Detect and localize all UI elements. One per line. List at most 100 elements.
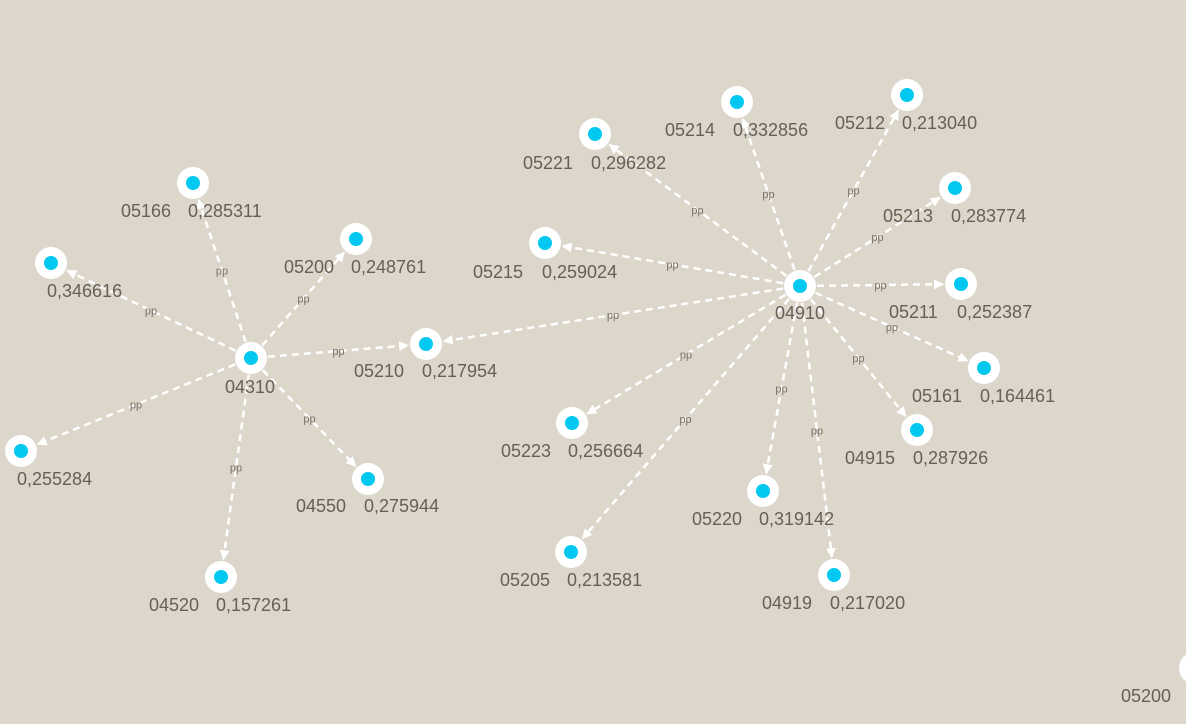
node-05223[interactable]: 05223 0,256664 <box>501 407 643 461</box>
node-score-label: 0,213040 <box>902 113 977 133</box>
node-id-label: 05205 <box>500 570 550 590</box>
node-score-label: 0,296282 <box>591 153 666 173</box>
node-score-label: 0,259024 <box>542 262 617 282</box>
edge-label: pp <box>874 280 886 292</box>
edge-04310-05200 <box>261 251 346 347</box>
node-04919[interactable]: 04919 0,217020 <box>762 559 905 613</box>
node-core <box>564 545 578 559</box>
node-05215[interactable]: 05215 0,259024 <box>473 227 617 282</box>
node-05212[interactable]: 05212 0,213040 <box>835 79 977 133</box>
node-id-label: 05220 <box>692 509 742 529</box>
edge-label: pp <box>762 189 774 201</box>
node-05200[interactable]: 05200 <box>1121 652 1186 706</box>
node-core <box>730 95 744 109</box>
edge-label: pp <box>679 414 691 426</box>
edge-04910-04915 <box>809 298 907 417</box>
edge-04910-05211 <box>816 279 945 290</box>
edge-label: pp <box>297 294 309 306</box>
node-core <box>588 127 602 141</box>
node-score-label: 0,346616 <box>47 281 122 301</box>
node-id-label: 05215 <box>473 262 523 282</box>
node-core <box>214 570 228 584</box>
node-score-label: 0,164461 <box>980 386 1055 406</box>
edge-label: pp <box>332 346 344 358</box>
node-core <box>14 444 28 458</box>
node-score-label: 0,255284 <box>17 469 92 489</box>
node-id-label: 05210 <box>354 361 404 381</box>
node-core <box>900 88 914 102</box>
node-score-label: 0,248761 <box>351 257 426 277</box>
edge-04910-05161 <box>815 291 969 362</box>
node-id-label: 05223 <box>501 441 551 461</box>
node-05205[interactable]: 05205 0,213581 <box>500 536 642 590</box>
node-core <box>756 484 770 498</box>
node-score-label: 0,213581 <box>567 570 642 590</box>
node-id-label: 05212 <box>835 113 885 133</box>
edge-04910-05205 <box>581 298 790 540</box>
node-score-label: 0,252387 <box>957 302 1032 322</box>
node-unlabeled[interactable]: 0,255284 <box>5 435 92 489</box>
node-core <box>827 568 841 582</box>
node-390[interactable]: 3900,346616 <box>0 247 122 301</box>
edge-04910-05214 <box>741 118 796 271</box>
node-id-label: 05211 <box>889 302 938 322</box>
node-05211[interactable]: 05211 0,252387 <box>889 268 1032 322</box>
node-id-label: 04310 <box>225 377 275 397</box>
edge-label: pp <box>871 232 883 244</box>
node-score-label: 0,275944 <box>364 496 439 516</box>
node-core <box>44 256 58 270</box>
edge-04310-04550 <box>261 369 357 467</box>
edge-label: pp <box>230 463 242 475</box>
node-05210[interactable]: 05210 0,217954 <box>354 328 497 381</box>
node-core <box>186 176 200 190</box>
node-04310[interactable]: 04310 <box>225 342 275 397</box>
edge-04910-05221 <box>608 143 788 277</box>
node-core <box>954 277 968 291</box>
node-core <box>419 337 433 351</box>
node-id-label: 05166 <box>121 201 171 221</box>
edge-label: pp <box>680 350 692 362</box>
edge-label: pp <box>607 310 619 322</box>
node-id-label: 05161 <box>912 386 962 406</box>
node-score-label: 0,256664 <box>568 441 643 461</box>
node-04910[interactable]: 04910 <box>775 270 825 323</box>
edge-label: pp <box>691 205 703 217</box>
edge-label: pp <box>847 186 859 198</box>
node-id-label: 05221 <box>523 153 573 173</box>
edge-label: pp <box>811 426 823 438</box>
node-05161[interactable]: 05161 0,164461 <box>912 352 1055 406</box>
node-score-label: 0,217020 <box>830 593 905 613</box>
node-id-label: 04550 <box>296 496 346 516</box>
edge-label: pp <box>216 266 228 278</box>
node-id-label: 05200 <box>1121 686 1171 706</box>
node-core <box>948 181 962 195</box>
edge-04910-05215 <box>561 242 784 285</box>
node-core <box>361 472 375 486</box>
node-id-label: 04910 <box>775 303 825 323</box>
node-score-label: 0,217954 <box>422 361 497 381</box>
node-04550[interactable]: 04550 0,275944 <box>296 463 439 516</box>
edge-label: pp <box>852 353 864 365</box>
node-ring <box>1179 654 1186 682</box>
edge-label: pp <box>145 306 157 318</box>
edge-04910-05212 <box>807 109 900 272</box>
node-id-label: 04919 <box>762 593 812 613</box>
node-score-label: 0,332856 <box>733 120 808 140</box>
node-05221[interactable]: 05221 0,296282 <box>523 118 666 173</box>
edge-04910-04919 <box>800 302 836 559</box>
edge-label: pp <box>666 260 678 272</box>
node-id-label: 04520 <box>149 595 199 615</box>
edge-label: pp <box>303 414 315 426</box>
edge-04910-05220 <box>762 302 799 475</box>
node-score-label: 0,287926 <box>913 448 988 468</box>
node-core <box>977 361 991 375</box>
